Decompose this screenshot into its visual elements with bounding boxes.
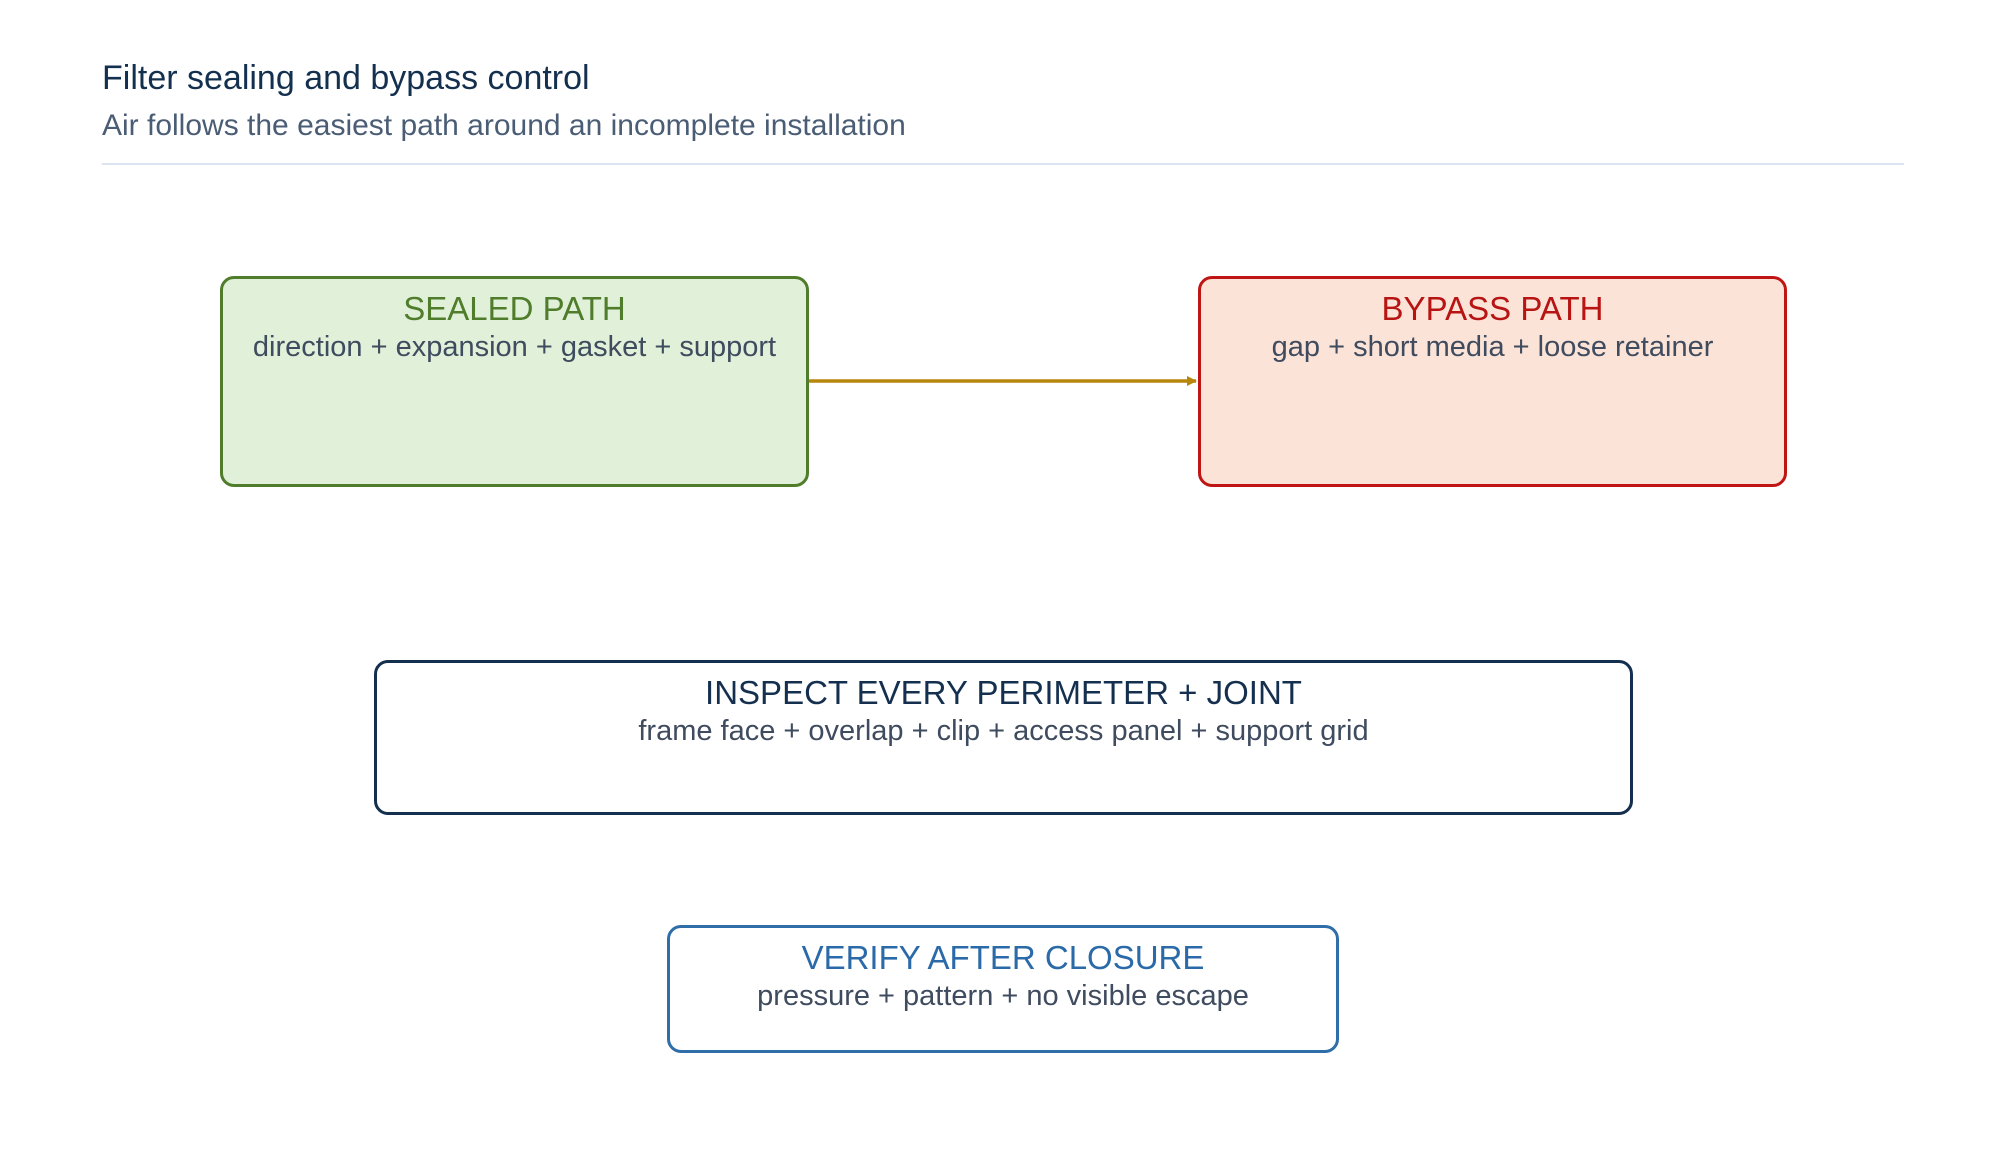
node-inspect: INSPECT EVERY PERIMETER + JOINT frame fa… [374, 660, 1633, 815]
node-inspect-title: INSPECT EVERY PERIMETER + JOINT [705, 674, 1302, 711]
node-inspect-subtitle: frame face + overlap + clip + access pan… [638, 715, 1369, 747]
node-bypass-subtitle: gap + short media + loose retainer [1271, 331, 1714, 363]
node-sealed-subtitle: direction + expansion + gasket + support [252, 331, 777, 363]
header-divider [102, 163, 1904, 165]
node-sealed-title: SEALED PATH [403, 290, 626, 327]
node-verify-title: VERIFY AFTER CLOSURE [801, 939, 1205, 976]
node-verify: VERIFY AFTER CLOSURE pressure + pattern … [667, 925, 1339, 1053]
diagram-title: Filter sealing and bypass control [102, 59, 590, 97]
diagram-header: Filter sealing and bypass control Air fo… [102, 56, 1904, 146]
node-verify-subtitle: pressure + pattern + no visible escape [757, 980, 1249, 1012]
node-sealed-path: SEALED PATH direction + expansion + gask… [220, 276, 809, 487]
diagram-subtitle: Air follows the easiest path around an i… [102, 109, 906, 142]
node-bypass-title: BYPASS PATH [1381, 290, 1604, 327]
node-bypass-path: BYPASS PATH gap + short media + loose re… [1198, 276, 1787, 487]
